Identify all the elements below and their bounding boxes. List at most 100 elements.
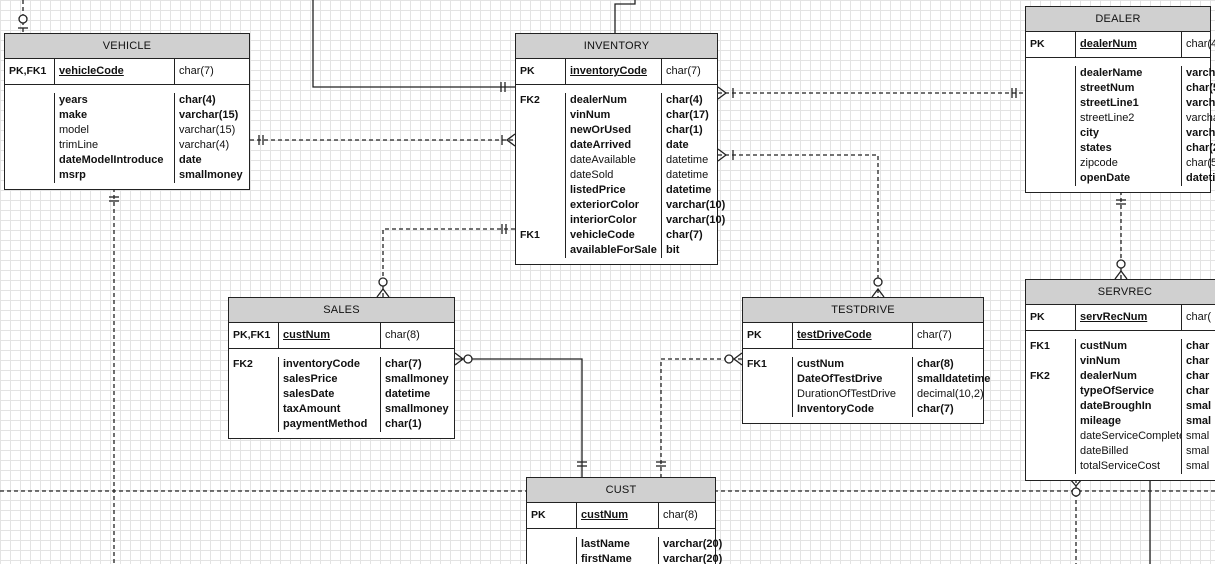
crows-foot-marker xyxy=(1114,269,1128,280)
field-name: zipcode xyxy=(1080,157,1118,169)
field-type: smal xyxy=(1186,430,1210,442)
field-type: char(7) xyxy=(666,65,701,77)
field-type: char(4) xyxy=(1186,38,1215,50)
field-type: char(7) xyxy=(917,403,954,415)
key-marker xyxy=(233,387,278,402)
field-name: vehicleCode xyxy=(570,229,635,241)
key-marker xyxy=(233,417,278,432)
field-name: testDriveCode xyxy=(793,323,913,348)
field-name: dateModelIntroduce xyxy=(59,154,164,166)
key-marker xyxy=(1030,111,1075,126)
key-marker xyxy=(520,183,565,198)
field-name: dealerNum xyxy=(1080,370,1137,382)
field-type: char(8) xyxy=(385,329,420,341)
field-name: listedPrice xyxy=(570,184,626,196)
field-type: varchar(200) xyxy=(1186,97,1215,109)
entity-dealer[interactable]: DEALERPKdealerNumchar(4)dealerNamestreet… xyxy=(1025,6,1215,193)
field-name: dateServiceCompleted xyxy=(1080,430,1181,442)
key-marker xyxy=(520,168,565,183)
field-name: streetLine2 xyxy=(1080,112,1135,124)
key-marker xyxy=(9,168,54,183)
key-marker xyxy=(1030,96,1075,111)
cardinality-circle xyxy=(18,14,28,24)
field-name: vehicleCode xyxy=(55,59,175,84)
crows-foot-marker xyxy=(1069,478,1083,487)
field-type: char(4) xyxy=(666,94,703,106)
key-marker: FK1 xyxy=(520,229,540,241)
rel-cust-testdrive xyxy=(660,358,742,477)
field-type: smalldatetime xyxy=(917,373,991,385)
crows-foot-marker xyxy=(732,352,743,366)
field-name: DurationOfTestDrive xyxy=(797,388,897,400)
cardinality-circle xyxy=(1116,259,1126,269)
field-name: custNum xyxy=(279,323,381,348)
field-name: dealerNum xyxy=(1076,32,1182,57)
key-marker: FK1 xyxy=(747,358,767,370)
field-name: msrp xyxy=(59,169,86,181)
field-type: varchar(50) xyxy=(1186,127,1215,139)
crows-foot-marker xyxy=(717,148,728,162)
key-marker xyxy=(747,387,792,402)
field-type: smallmoney xyxy=(385,403,449,415)
key-marker: PK xyxy=(516,59,566,84)
field-type: char( xyxy=(1186,311,1212,323)
field-type: datetime xyxy=(666,169,709,181)
cardinality-circle xyxy=(1071,487,1081,497)
field-type: varchar(200) xyxy=(1186,112,1215,124)
key-marker xyxy=(1030,444,1075,459)
field-name: typeOfService xyxy=(1080,385,1154,397)
field-name: vinNum xyxy=(570,109,611,121)
field-name: salesDate xyxy=(283,388,335,400)
key-marker xyxy=(9,93,54,108)
key-marker xyxy=(9,138,54,153)
key-marker xyxy=(520,153,565,168)
entity-title: INVENTORY xyxy=(516,34,717,59)
field-type: char(7) xyxy=(385,358,422,370)
key-marker: PK xyxy=(1026,32,1076,57)
type-column: varchar(30)char(5)varchar(200)varchar(20… xyxy=(1182,66,1215,186)
key-column xyxy=(1026,66,1076,186)
rel-cust-sales xyxy=(455,358,583,477)
field-type: date xyxy=(666,139,689,151)
rel-inventory-sales xyxy=(382,228,515,297)
field-type: char(8) xyxy=(917,358,954,370)
key-marker xyxy=(1030,171,1075,186)
key-marker: PK xyxy=(1026,305,1076,330)
key-marker xyxy=(520,198,565,213)
field-name: inventoryCode xyxy=(566,59,662,84)
field-type: smallmoney xyxy=(179,169,243,181)
crows-foot-marker xyxy=(717,86,728,100)
field-type: decimal(10,2) xyxy=(917,388,984,400)
key-marker: FK1 xyxy=(1030,340,1050,352)
field-type: varchar(15) xyxy=(179,124,236,136)
field-name: servRecNum xyxy=(1076,305,1182,330)
field-type: char(7) xyxy=(666,229,703,241)
key-marker xyxy=(9,108,54,123)
field-type: datetime xyxy=(666,184,712,196)
cardinality-circle xyxy=(873,277,883,287)
field-name: inventoryCode xyxy=(283,358,361,370)
entity-title: VEHICLE xyxy=(5,34,249,59)
